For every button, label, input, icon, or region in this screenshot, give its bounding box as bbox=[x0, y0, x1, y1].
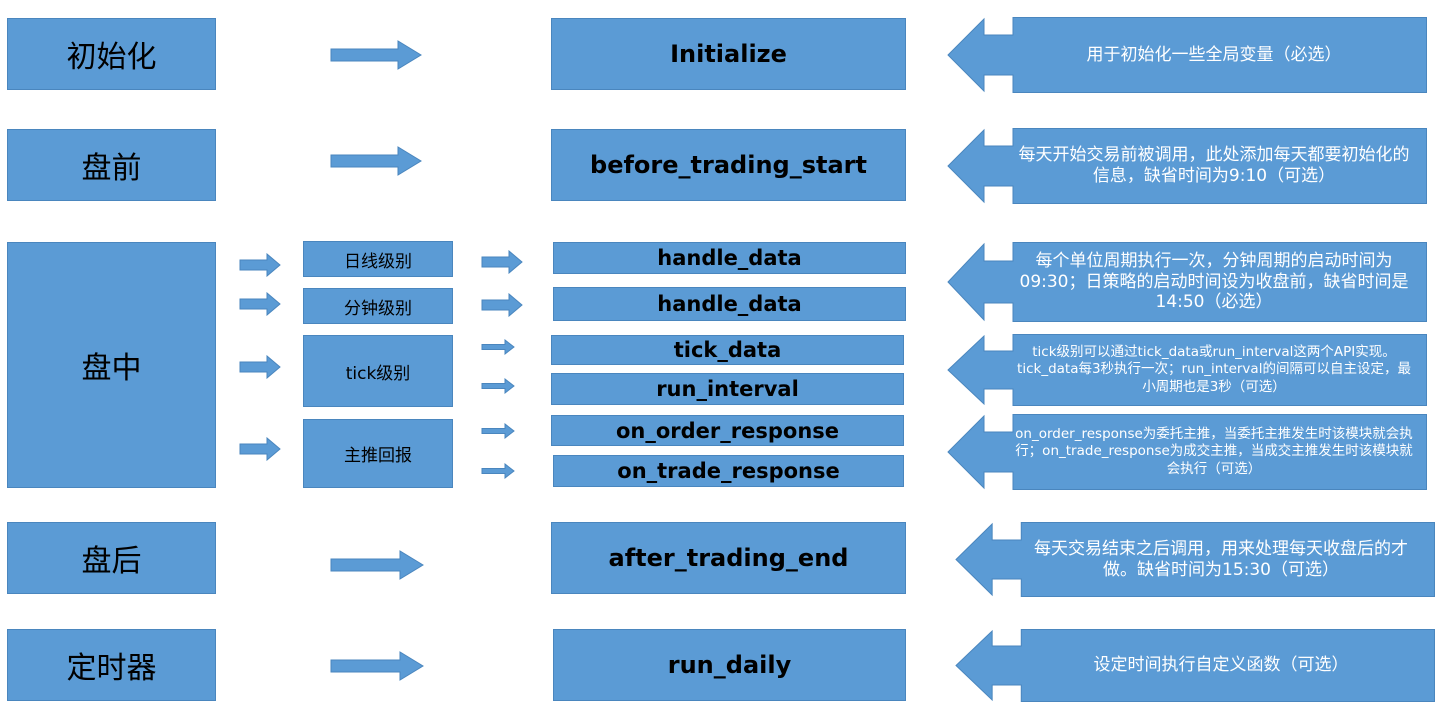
func-initialize: Initialize bbox=[551, 18, 906, 90]
func-after-trading-end: after_trading_end bbox=[551, 522, 906, 594]
arrow-intra-push bbox=[239, 437, 281, 461]
arrow-daily-handle-data bbox=[481, 250, 523, 274]
arrow-intra-daily bbox=[239, 253, 281, 277]
stage-intraday-label: 盘中 bbox=[81, 351, 142, 386]
func-run-interval: run_interval bbox=[551, 373, 904, 405]
sub-tick-level: tick级别 bbox=[303, 335, 453, 407]
note-before-trading-start: 每天开始交易前被调用，此处添加每天都要初始化的信息，缺省时间为9:10（可选） bbox=[947, 128, 1427, 204]
func-tick-data: tick_data bbox=[551, 335, 904, 365]
note-after-trading-end-text: 每天交易结束之后调用，用来处理每天收盘后的才做。缺省时间为15:30（可选） bbox=[1034, 538, 1408, 580]
func-handle-data-minute-label: handle_data bbox=[657, 292, 802, 316]
func-run-daily: run_daily bbox=[553, 629, 906, 701]
func-before-trading-start: before_trading_start bbox=[551, 129, 906, 201]
sub-minute-level: 分钟级别 bbox=[303, 288, 453, 324]
sub-push-report: 主推回报 bbox=[303, 419, 453, 488]
arrow-post-market bbox=[330, 550, 424, 580]
stage-pre-market-label: 盘前 bbox=[81, 151, 142, 186]
func-after-trading-end-label: after_trading_end bbox=[608, 544, 849, 572]
arrow-on-trade-response bbox=[481, 463, 515, 479]
func-tick-data-label: tick_data bbox=[673, 338, 782, 362]
stage-post-market-label: 盘后 bbox=[81, 544, 142, 579]
func-handle-data-daily: handle_data bbox=[553, 242, 906, 274]
arrow-init bbox=[330, 40, 422, 70]
note-handle-data-text: 每个单位周期执行一次，分钟周期的启动时间为09:30；日策略的启动时间设为收盘前… bbox=[1019, 250, 1409, 313]
note-push-response: on_order_response为委托主推，当委托主推发生时该模块就会执行；o… bbox=[947, 414, 1427, 490]
func-handle-data-minute: handle_data bbox=[553, 287, 906, 321]
arrow-intra-tick bbox=[239, 355, 281, 379]
arrow-intra-minute bbox=[239, 292, 281, 316]
arrow-timer bbox=[330, 651, 424, 681]
note-after-trading-end: 每天交易结束之后调用，用来处理每天收盘后的才做。缺省时间为15:30（可选） bbox=[955, 522, 1435, 597]
arrow-run-interval bbox=[481, 378, 515, 394]
note-tick: tick级别可以通过tick_data或run_interval这两个API实现… bbox=[947, 334, 1427, 406]
func-before-trading-start-label: before_trading_start bbox=[590, 151, 867, 179]
note-run-daily-text: 设定时间执行自定义函数（可选） bbox=[1093, 655, 1349, 676]
note-run-daily: 设定时间执行自定义函数（可选） bbox=[955, 629, 1435, 702]
note-initialize: 用于初始化一些全局变量（必选） bbox=[947, 17, 1427, 93]
func-handle-data-daily-label: handle_data bbox=[657, 246, 802, 270]
func-run-interval-label: run_interval bbox=[656, 377, 799, 401]
note-initialize-text: 用于初始化一些全局变量（必选） bbox=[1086, 44, 1342, 65]
stage-timer-label: 定时器 bbox=[66, 651, 157, 686]
func-on-order-response: on_order_response bbox=[551, 415, 904, 446]
stage-init: 初始化 bbox=[7, 18, 216, 90]
note-push-response-text: on_order_response为委托主推，当委托主推发生时该模块就会执行；o… bbox=[1015, 426, 1413, 477]
sub-minute-level-label: 分钟级别 bbox=[344, 298, 412, 319]
sub-push-report-label: 主推回报 bbox=[344, 446, 412, 466]
arrow-pre-market bbox=[330, 146, 422, 176]
func-initialize-label: Initialize bbox=[670, 40, 787, 68]
stage-post-market: 盘后 bbox=[7, 522, 216, 594]
note-before-trading-start-text: 每天开始交易前被调用，此处添加每天都要初始化的信息，缺省时间为9:10（可选） bbox=[1018, 145, 1410, 186]
func-on-trade-response: on_trade_response bbox=[553, 455, 904, 487]
sub-daily-level-label: 日线级别 bbox=[344, 251, 412, 272]
arrow-on-order-response bbox=[481, 423, 515, 439]
stage-init-label: 初始化 bbox=[66, 40, 157, 75]
func-run-daily-label: run_daily bbox=[667, 651, 792, 679]
stage-intraday: 盘中 bbox=[7, 242, 216, 488]
note-tick-text: tick级别可以通过tick_data或run_interval这两个API实现… bbox=[1017, 344, 1411, 395]
stage-pre-market: 盘前 bbox=[7, 129, 216, 201]
func-on-order-response-label: on_order_response bbox=[615, 418, 840, 443]
func-on-trade-response-label: on_trade_response bbox=[617, 459, 840, 483]
stage-timer: 定时器 bbox=[7, 629, 216, 701]
arrow-tick-data bbox=[481, 339, 515, 355]
arrow-minute-handle-data bbox=[481, 293, 523, 317]
sub-tick-level-label: tick级别 bbox=[345, 363, 411, 384]
sub-daily-level: 日线级别 bbox=[303, 241, 453, 277]
note-handle-data: 每个单位周期执行一次，分钟周期的启动时间为09:30；日策略的启动时间设为收盘前… bbox=[947, 242, 1427, 322]
